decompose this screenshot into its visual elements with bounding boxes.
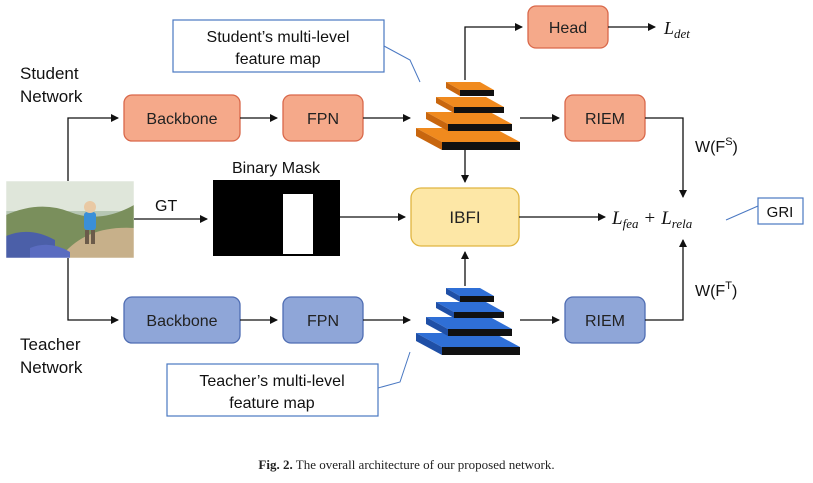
- teacher-riem-label: RIEM: [585, 313, 625, 330]
- student-callout-line2: feature map: [235, 51, 320, 68]
- teacher-callout-line1: Teacher’s multi-level: [199, 373, 344, 390]
- student-callout: Student’s multi-level feature map: [172, 19, 421, 83]
- figure-caption: Fig. 2. The overall architecture of our …: [0, 457, 813, 473]
- binary-mask-label: Binary Mask: [232, 160, 321, 177]
- student-network-label-line2: Network: [20, 87, 83, 106]
- student-callout-line1: Student’s multi-level: [207, 29, 350, 46]
- teacher-callout-line2: feature map: [229, 395, 314, 412]
- pyramid-to-head-line: [464, 23, 523, 80]
- gt-label: GT: [155, 198, 177, 215]
- student-branch-line: [67, 114, 119, 181]
- student-feature-pyramid: [416, 82, 520, 150]
- ibfi-label: IBFI: [449, 208, 480, 227]
- gri-callout-line: [725, 205, 759, 221]
- teacher-network-label-line1: Teacher: [20, 335, 81, 354]
- teacher-backbone-label: Backbone: [146, 313, 217, 330]
- teacher-network-label-line2: Network: [20, 358, 83, 377]
- w-ft-label: W(FT): [695, 280, 737, 300]
- w-fs-label: W(FS): [695, 136, 738, 156]
- binary-mask-image: [213, 180, 340, 256]
- student-backbone-label: Backbone: [146, 111, 217, 128]
- input-image: [5, 180, 135, 259]
- teacher-feature-pyramid: [416, 288, 520, 355]
- teacher-fpn-label: FPN: [307, 313, 339, 330]
- student-network-label-line1: Student: [20, 64, 79, 83]
- fea-rela-loss: Lfea+Lrela: [611, 208, 693, 231]
- head-label: Head: [549, 20, 587, 37]
- teacher-riem-to-loss-line: [645, 239, 687, 321]
- teacher-callout: Teacher’s multi-level feature map: [166, 351, 411, 417]
- student-fpn-label: FPN: [307, 111, 339, 128]
- figure-caption-label: Fig. 2.: [258, 457, 293, 472]
- figure-caption-text: The overall architecture of our proposed…: [295, 457, 555, 472]
- student-riem-to-loss-line: [645, 117, 687, 198]
- binary-mask-foreground: [283, 194, 313, 254]
- gri-label: GRI: [767, 204, 794, 221]
- student-riem-label: RIEM: [585, 111, 625, 128]
- teacher-branch-line: [67, 258, 119, 324]
- gri-box: [757, 197, 804, 225]
- l-det-loss: Ldet: [663, 18, 690, 41]
